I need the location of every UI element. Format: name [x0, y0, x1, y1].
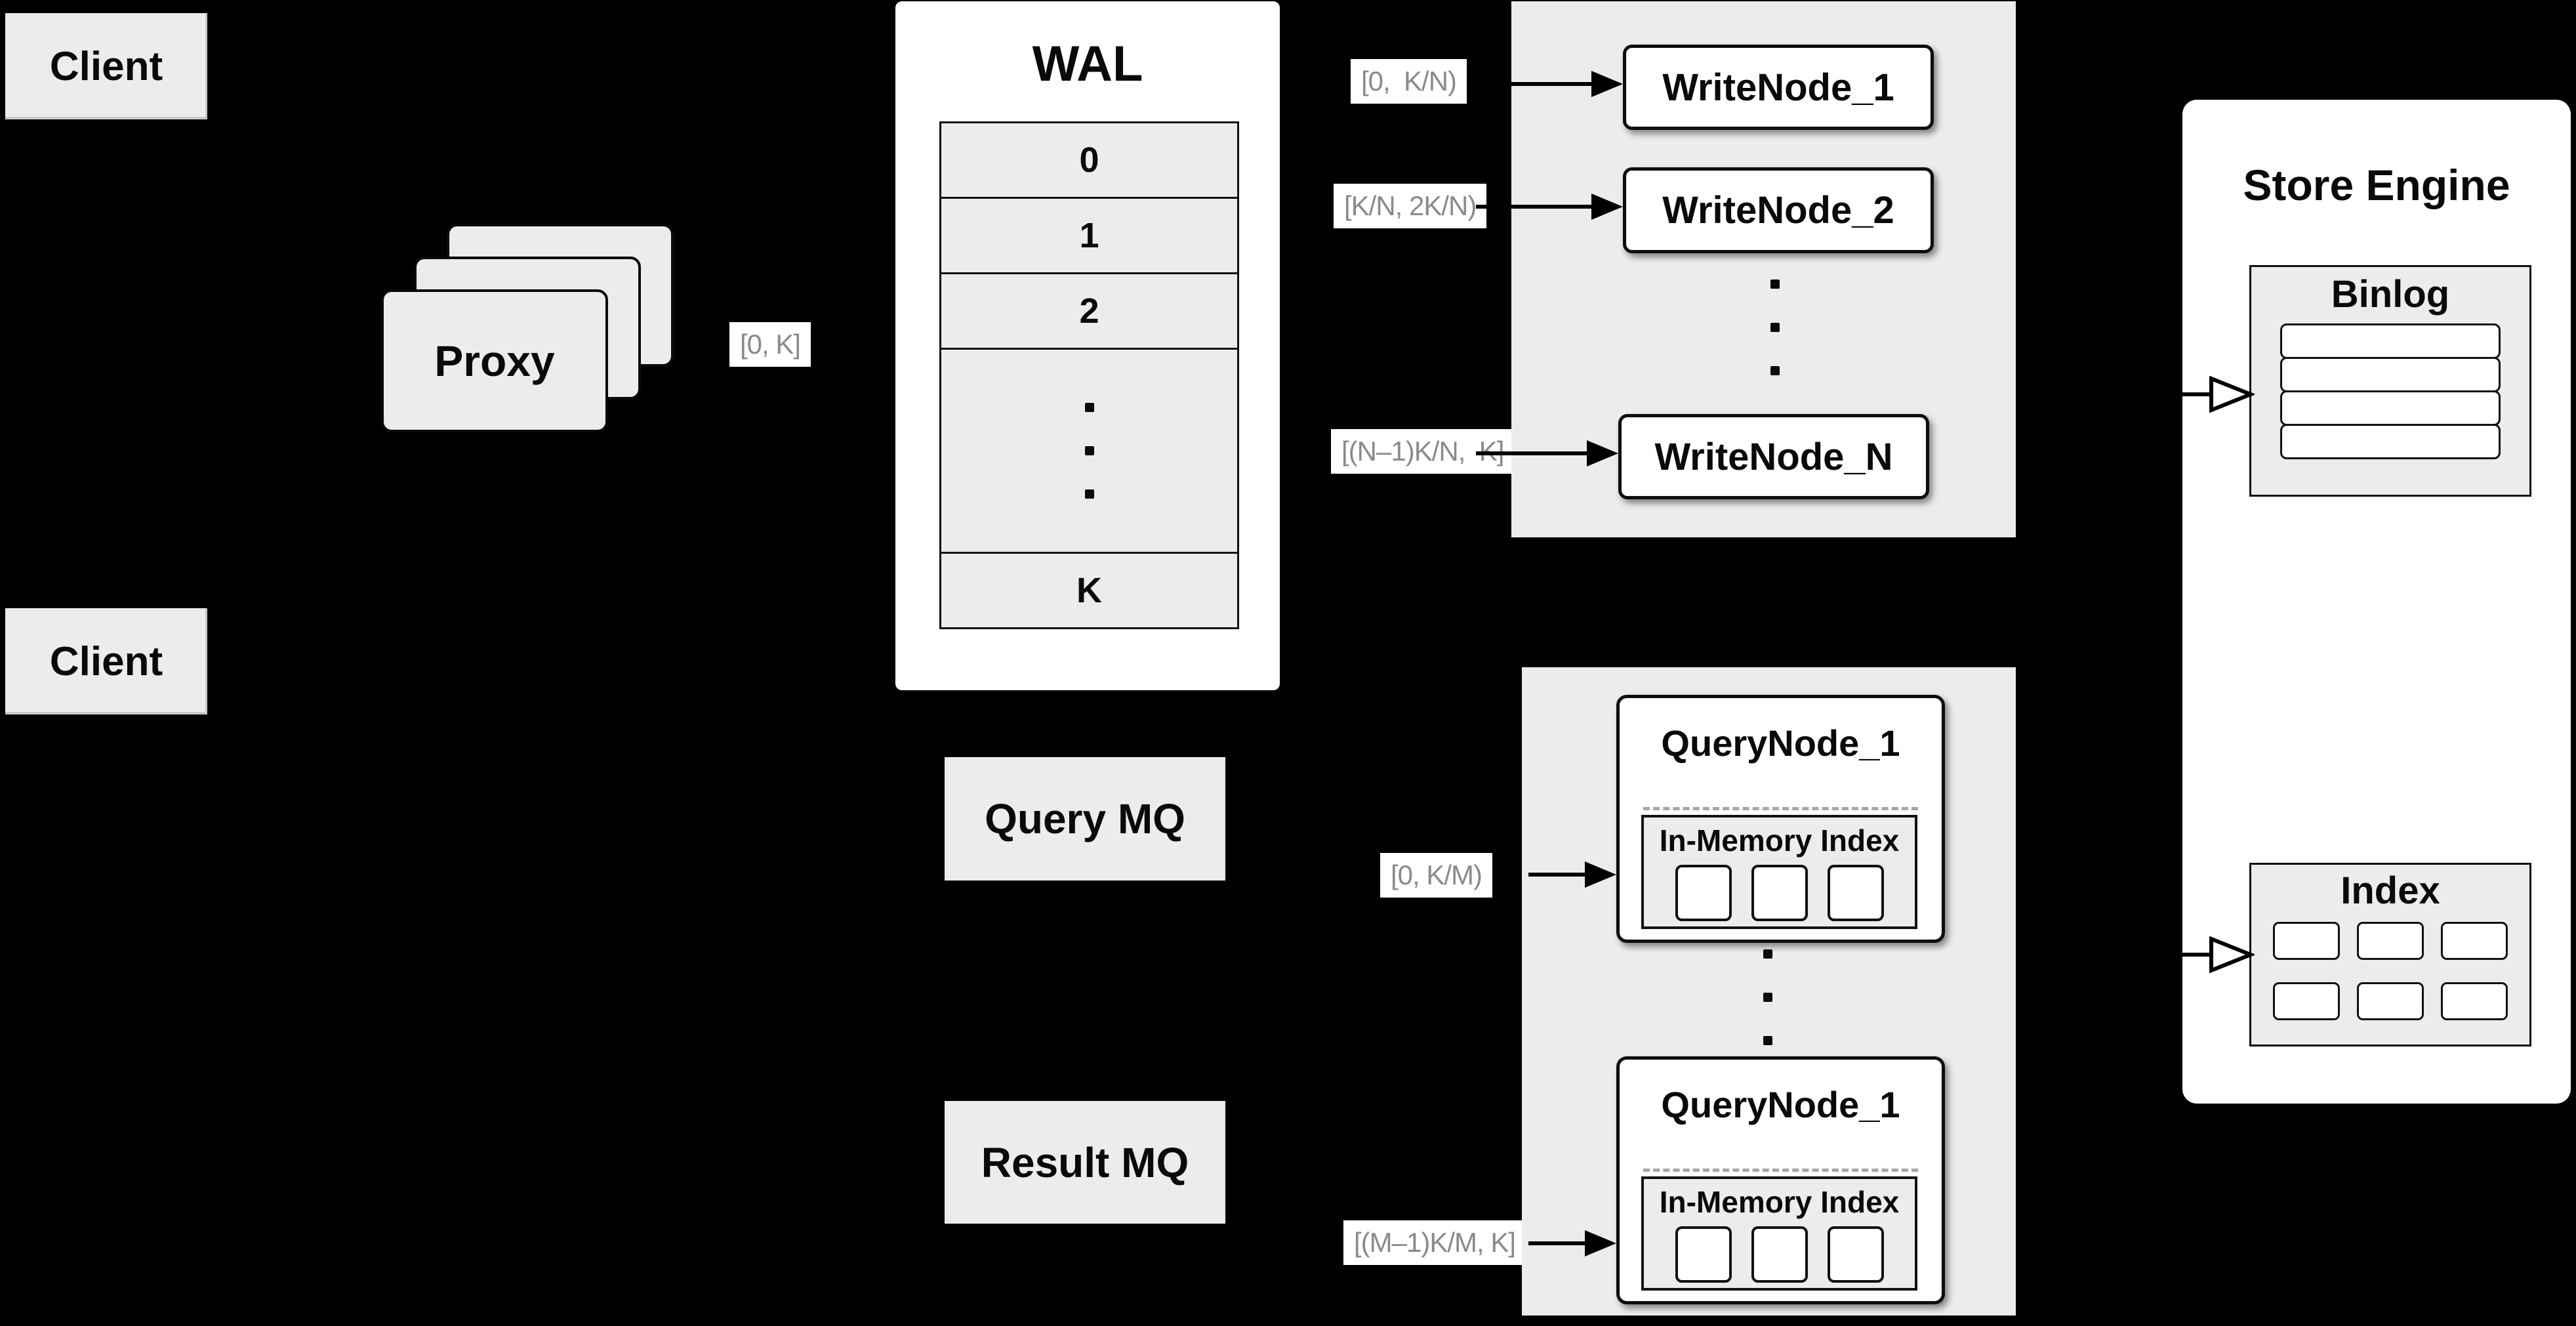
range-chip-writenode-2: [K/N, 2K/N)	[1334, 184, 1487, 228]
query-mq-box: Query MQ	[945, 757, 1225, 881]
segment-cell	[1675, 1226, 1732, 1283]
result-mq-label: Result MQ	[981, 1138, 1189, 1186]
index-cell	[2441, 982, 2508, 1020]
writenode-1-box: WriteNode_1	[1623, 45, 1934, 130]
in-memory-index-box-top: In-Memory Index	[1641, 815, 1917, 929]
index-box: Index	[2249, 863, 2531, 1046]
wal-panel: WAL 0 1 2 K	[895, 1, 1280, 690]
wal-row-k: K	[941, 554, 1237, 627]
index-cell	[2441, 922, 2508, 960]
arrow-head-icon	[1585, 1230, 1616, 1256]
proxy-card-front: Proxy	[381, 289, 608, 432]
arrow-shaft	[1476, 451, 1595, 455]
vertical-ellipsis-icon	[1770, 280, 1780, 375]
binlog-box: Binlog	[2249, 265, 2531, 497]
segment-cell	[1751, 865, 1808, 921]
arrow-head-icon	[1585, 861, 1616, 888]
index-title: Index	[2341, 869, 2440, 912]
writenode-2-label: WriteNode_2	[1662, 189, 1894, 232]
index-cell	[2357, 922, 2424, 960]
store-engine-title: Store Engine	[2243, 161, 2510, 209]
arrow-shaft	[1528, 873, 1589, 877]
vertical-ellipsis-icon	[1084, 403, 1094, 499]
arrow-shaft	[1528, 1241, 1589, 1245]
result-mq-box: Result MQ	[945, 1101, 1225, 1224]
segment-cell	[1675, 865, 1732, 921]
index-row	[2273, 922, 2508, 960]
wal-title: WAL	[1032, 36, 1143, 92]
client-top-label: Client	[49, 43, 163, 89]
binlog-row	[2280, 323, 2501, 359]
dashed-divider	[1643, 807, 1918, 810]
store-engine-panel: Store Engine Binlog Index	[2182, 100, 2571, 1104]
proxy-label: Proxy	[434, 337, 555, 385]
arrow-shaft	[2182, 953, 2224, 957]
dashed-divider	[1643, 1169, 1918, 1172]
client-bottom-label: Client	[49, 638, 163, 684]
arrow-shaft	[2182, 392, 2224, 396]
arrow-head-icon	[1591, 71, 1623, 97]
segment-cell	[1827, 1226, 1884, 1283]
binlog-row	[2280, 424, 2501, 459]
arrow-shaft	[1476, 205, 1595, 209]
open-arrow-head-icon	[2209, 936, 2255, 973]
binlog-rows	[2280, 323, 2501, 459]
client-box-bottom: Client	[5, 608, 207, 715]
vertical-ellipsis-icon	[1763, 949, 1772, 1045]
querynode-top-box: QueryNode_1 In-Memory Index	[1616, 695, 1945, 943]
binlog-row	[2280, 390, 2501, 426]
writenode-n-box: WriteNode_N	[1618, 414, 1929, 499]
range-chip-writenode-1: [0, K/N)	[1351, 59, 1467, 104]
index-row	[2273, 982, 2508, 1020]
index-segments	[1675, 1226, 1884, 1283]
index-cell	[2357, 982, 2424, 1020]
wal-row-ellipsis	[941, 350, 1237, 554]
client-box-top: Client	[5, 13, 207, 119]
open-arrow-head-icon	[2209, 376, 2255, 413]
writenode-n-label: WriteNode_N	[1654, 435, 1893, 478]
wal-row-0: 0	[941, 123, 1237, 199]
wal-table: 0 1 2 K	[939, 121, 1239, 629]
segment-cell	[1827, 865, 1884, 921]
binlog-row	[2280, 357, 2501, 392]
querynode-bottom-title: QueryNode_1	[1661, 1084, 1900, 1125]
querynode-bottom-box: QueryNode_1 In-Memory Index	[1616, 1056, 1945, 1304]
index-cell	[2273, 982, 2340, 1020]
query-mq-label: Query MQ	[985, 795, 1185, 842]
range-chip-proxy-wal: [0, K]	[729, 322, 811, 367]
wal-row-2: 2	[941, 274, 1237, 350]
in-memory-index-title: In-Memory Index	[1659, 1185, 1900, 1219]
in-memory-index-title: In-Memory Index	[1659, 823, 1900, 858]
binlog-title: Binlog	[2331, 273, 2450, 316]
arrow-shaft	[1476, 82, 1595, 86]
wal-row-1: 1	[941, 199, 1237, 274]
segment-cell	[1751, 1226, 1808, 1283]
range-chip-querynode-1: [0, K/M)	[1380, 853, 1493, 898]
range-chip-querynode-m: [(M–1)K/M, K]	[1343, 1220, 1526, 1265]
in-memory-index-box-bottom: In-Memory Index	[1641, 1176, 1917, 1291]
index-segments	[1675, 865, 1884, 921]
writenode-1-label: WriteNode_1	[1662, 66, 1894, 109]
arrow-head-icon	[1587, 440, 1618, 466]
writenode-2-box: WriteNode_2	[1623, 167, 1934, 253]
index-cell	[2273, 922, 2340, 960]
arrow-head-icon	[1591, 194, 1623, 220]
querynode-top-title: QueryNode_1	[1661, 722, 1900, 764]
